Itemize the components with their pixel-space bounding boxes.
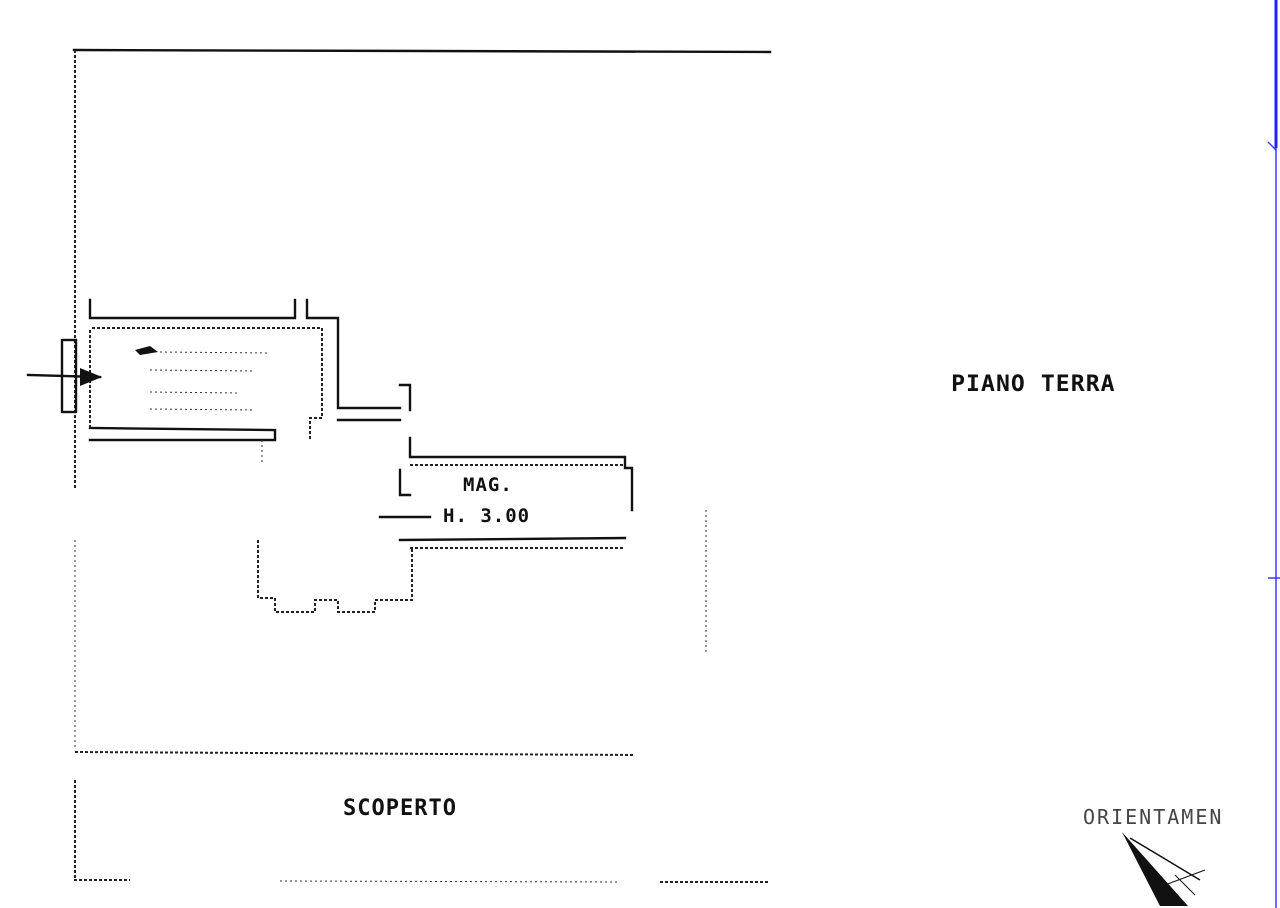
- room-left: [26, 298, 402, 442]
- floor-title: PIANO TERRA: [951, 372, 1116, 397]
- property-boundary: [72, 48, 772, 883]
- north-arrow-icon: [1122, 832, 1206, 906]
- room-storage: [378, 436, 634, 549]
- storage-room-label: MAG.: [463, 474, 513, 496]
- orientation-label: ORIENTAMEN: [1083, 805, 1224, 829]
- sheet-frame: [1267, 0, 1280, 908]
- ceiling-height-label: H. 3.00: [443, 505, 531, 527]
- room-annex: [257, 540, 413, 613]
- outdoor-area-label: SCOPERTO: [343, 796, 457, 821]
- corridor: [261, 383, 412, 497]
